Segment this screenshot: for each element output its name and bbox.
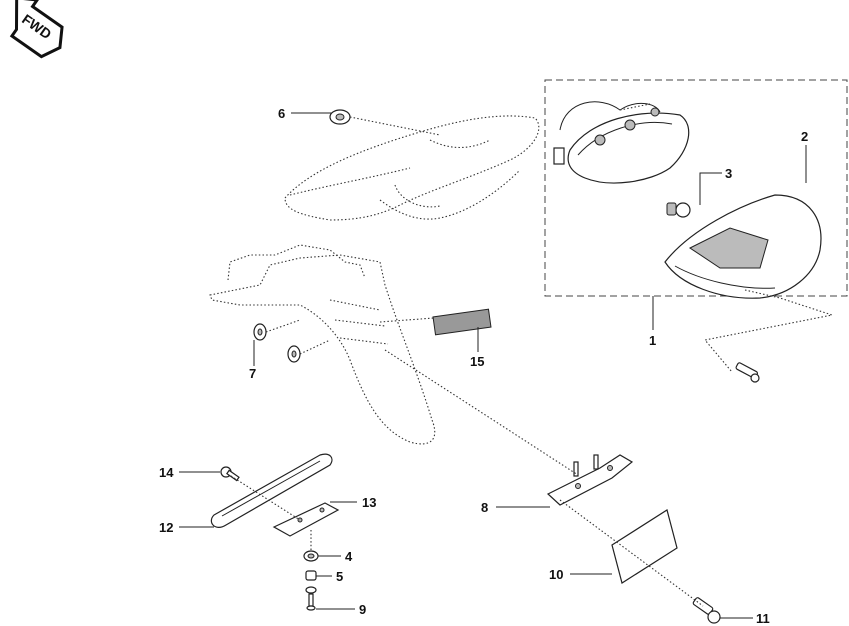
- rear-fender: [209, 244, 436, 445]
- callout-2: 2: [801, 129, 808, 144]
- washers-7: [253, 323, 301, 363]
- bulb: [666, 202, 691, 218]
- callout-1: 1: [649, 333, 656, 348]
- license-plate-10: [611, 509, 678, 584]
- screw-14: [220, 466, 240, 482]
- leader-lines: [179, 112, 807, 619]
- callout-5: 5: [336, 569, 343, 584]
- nut-6: [329, 109, 351, 125]
- callout-3: 3: [725, 166, 732, 181]
- callout-12: 12: [159, 520, 173, 535]
- tail-light-lens: [664, 194, 822, 299]
- reflector-frame-12: [210, 453, 333, 528]
- callout-9: 9: [359, 602, 366, 617]
- callout-6: 6: [278, 106, 285, 121]
- callout-8: 8: [481, 500, 488, 515]
- assembly-lines: [230, 103, 835, 607]
- tail-light-assembly-box: [544, 79, 848, 297]
- callout-13: 13: [362, 495, 376, 510]
- callout-10: 10: [549, 567, 563, 582]
- reflector-15: [432, 308, 492, 336]
- small-bracket-13: [272, 502, 340, 537]
- callout-4: 4: [345, 549, 353, 564]
- callout-15: 15: [470, 354, 484, 369]
- bracket-8: [546, 454, 634, 506]
- light-bolt: [735, 362, 760, 383]
- fastener-stack: [303, 550, 319, 611]
- rear-cowl: [284, 115, 540, 221]
- bolt-11: [692, 597, 721, 624]
- callout-7: 7: [249, 366, 256, 381]
- callout-14: 14: [159, 465, 174, 480]
- callout-11: 11: [756, 611, 770, 626]
- tail-light-housing: [553, 101, 690, 184]
- fwd-arrow-icon: FWD: [9, 0, 64, 59]
